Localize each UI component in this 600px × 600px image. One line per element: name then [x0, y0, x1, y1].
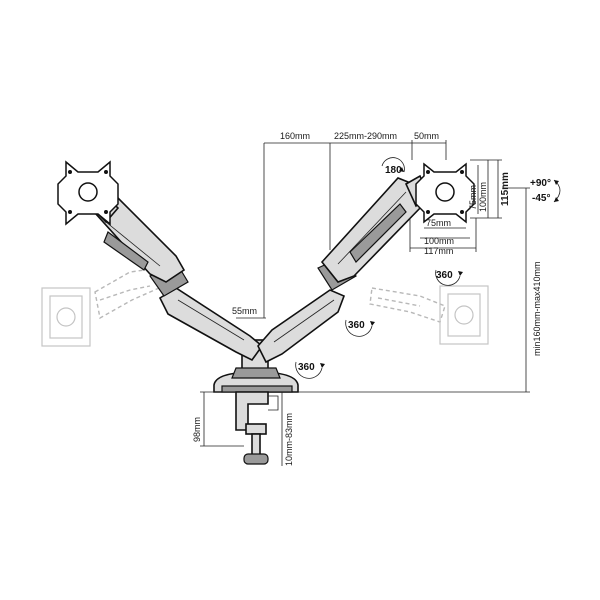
top-offset-label: 160mm [280, 131, 310, 141]
height-range-label: min160mm-max410mm [532, 261, 542, 356]
joint-mid-rotation-label: 360 [348, 320, 365, 331]
screen-rotation-label: 180 [385, 165, 402, 176]
desk-thickness-label: 10mm-83mm [284, 413, 294, 466]
vesa-small-h-label: 75mm [468, 185, 478, 210]
vesa-small-w-label: 75mm [426, 218, 451, 228]
tilt-up-label: +90° [530, 178, 551, 189]
right-vesa-plate [415, 162, 475, 224]
vesa-large-w-label: 100mm [424, 236, 454, 246]
joint-base-rotation-label: 360 [298, 362, 315, 373]
tilt-down-label: -45° [532, 193, 550, 204]
rotation-arrows [295, 157, 561, 379]
clamp-height-label: 98mm [192, 417, 202, 442]
plate-height-label: 115mm [500, 172, 511, 206]
dimension-lines [200, 140, 530, 466]
pole-gap-label: 55mm [232, 306, 257, 316]
left-vesa-plate [57, 160, 119, 226]
plate-width-label: 117mm [424, 246, 453, 256]
right-arm [257, 174, 429, 364]
left-arm [90, 192, 264, 362]
vesa-large-h-label: 100mm [478, 182, 488, 212]
arm-reach-label: 225mm-290mm [334, 131, 397, 141]
plate-offset-label: 50mm [414, 131, 439, 141]
ghost-left-arm [41, 267, 169, 347]
joint-upper-rotation-label: 360 [436, 270, 453, 281]
ghost-right-arm [369, 285, 489, 345]
